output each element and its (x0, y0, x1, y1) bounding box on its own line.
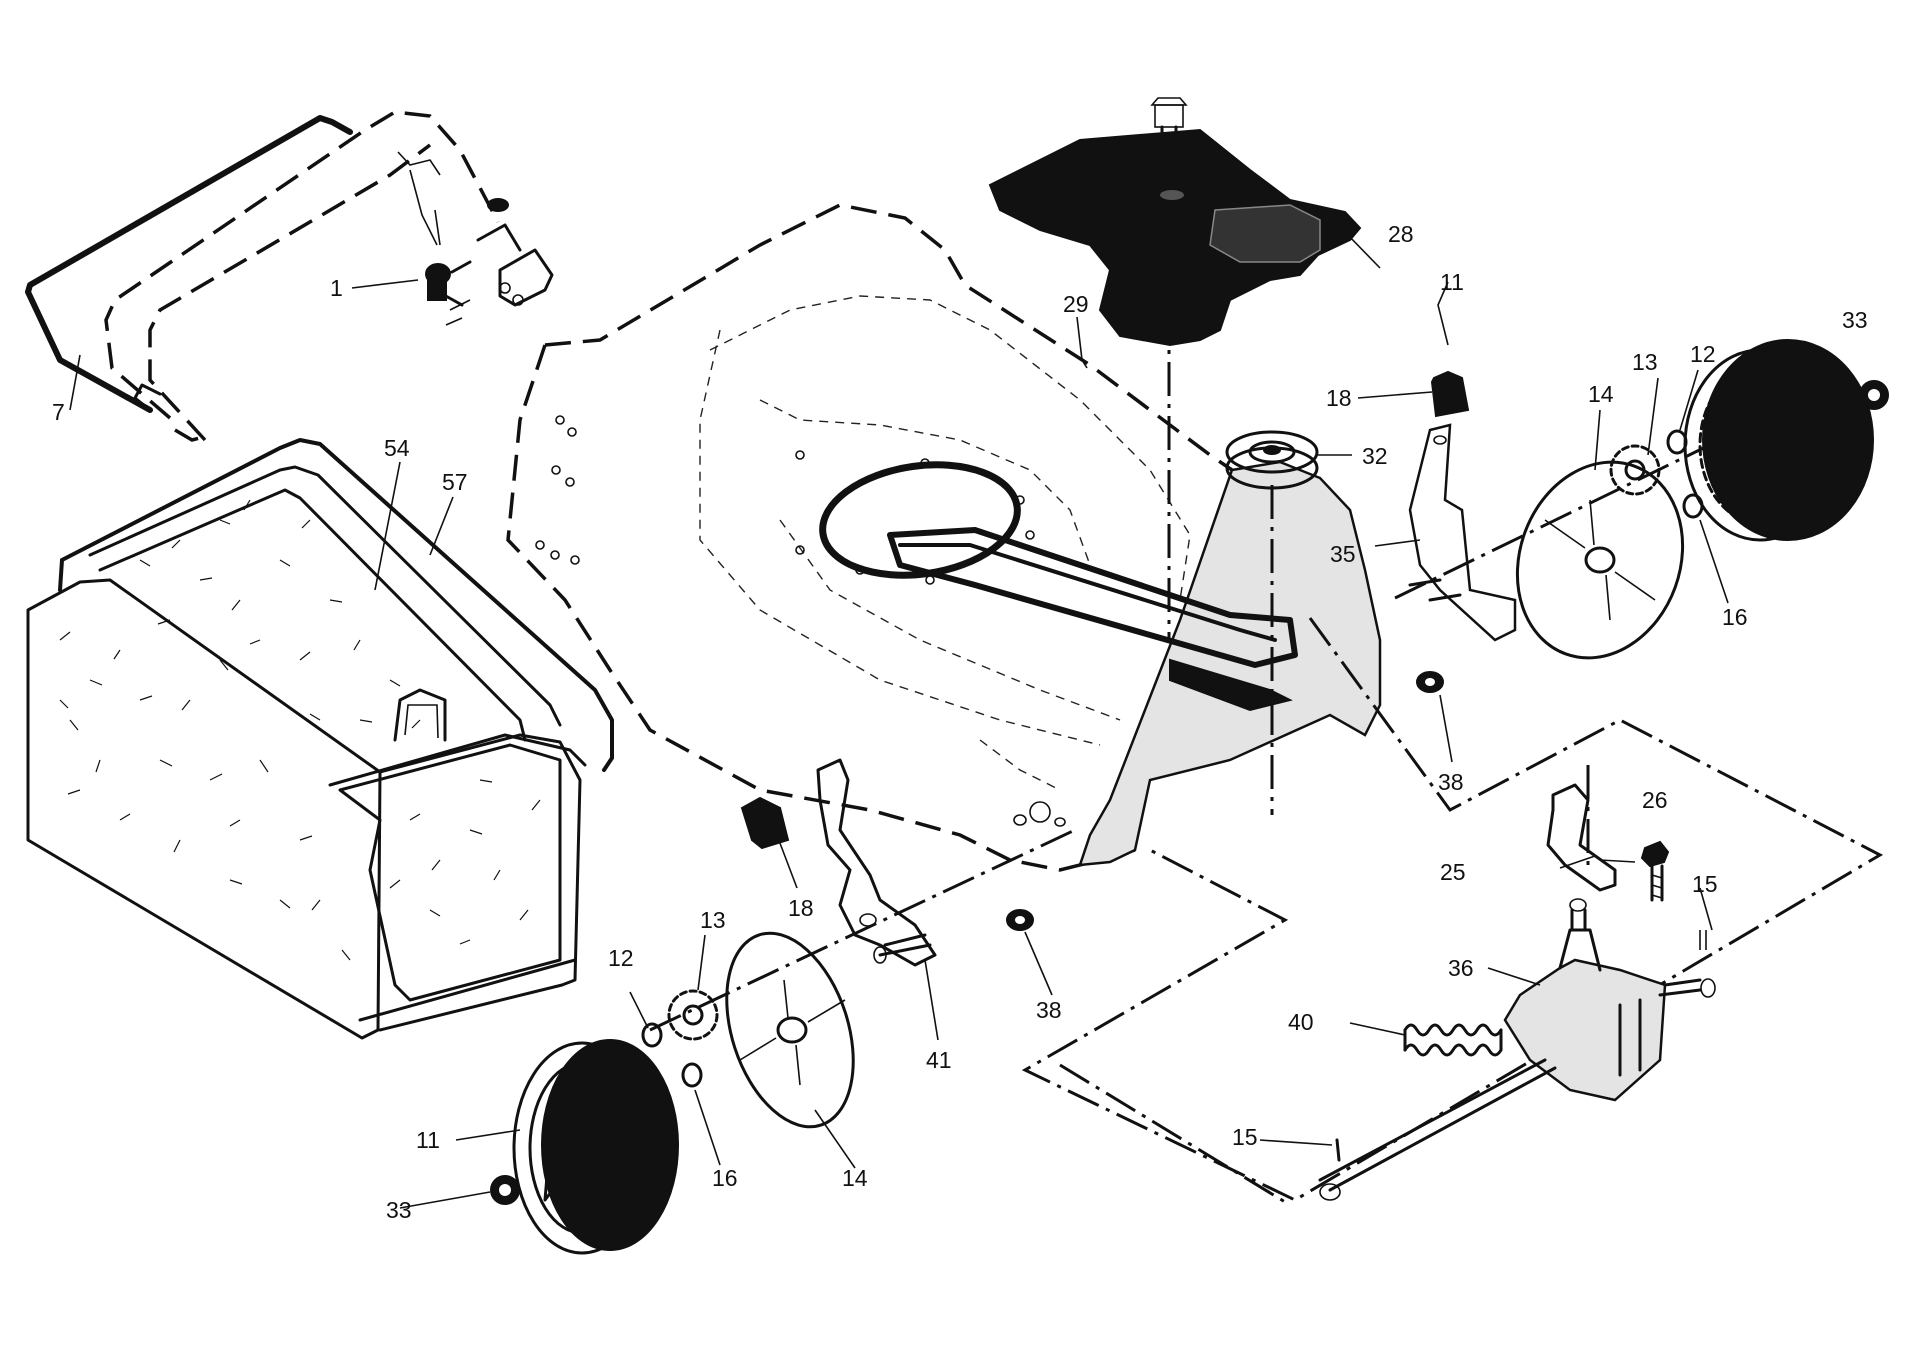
bolt-26 (1640, 840, 1670, 902)
callout-26: 26 (1642, 787, 1668, 813)
grass-bag (26, 438, 614, 1040)
pulley (1225, 430, 1319, 815)
callout-13-left: 13 (700, 907, 726, 933)
callout-25: 25 (1440, 859, 1466, 885)
left-washer-16 (681, 1062, 703, 1088)
drive-belt (819, 461, 1298, 712)
callout-7: 7 (52, 399, 65, 425)
callout-12-left: 12 (608, 945, 634, 971)
right-nut-33 (1859, 380, 1889, 410)
bracket-25 (1546, 765, 1617, 892)
callout-38-right: 38 (1438, 769, 1464, 795)
callout-16-right: 16 (1722, 604, 1748, 630)
callout-29: 29 (1063, 291, 1089, 317)
callout-54: 54 (384, 435, 410, 461)
callout-33-right: 33 (1842, 307, 1868, 333)
left-knob-18 (740, 796, 790, 850)
callout-18-right: 18 (1326, 385, 1352, 411)
callout-15-upper: 15 (1692, 871, 1718, 897)
mower-deck (506, 203, 1382, 872)
callout-14-right: 14 (1588, 381, 1614, 407)
leader-lines (69, 231, 1729, 1209)
callout-40: 40 (1288, 1009, 1314, 1035)
callout-18-left: 18 (788, 895, 814, 921)
callout-35: 35 (1330, 541, 1356, 567)
transmission-zone (1021, 617, 1884, 1202)
callout-13-right: 13 (1632, 349, 1658, 375)
callouts: 1 7 11 11 12 12 13 13 14 14 15 15 16 16 … (52, 221, 1868, 1223)
callout-32: 32 (1362, 443, 1388, 469)
callout-11-right: 11 (1440, 269, 1464, 295)
right-nut-38 (1416, 671, 1444, 693)
callout-57: 57 (442, 469, 468, 495)
left-adjuster-41 (816, 758, 937, 967)
callout-36: 36 (1448, 955, 1474, 981)
callout-33-left: 33 (386, 1197, 412, 1223)
pin-15-lower (1335, 1138, 1341, 1162)
left-nut-33 (490, 1175, 520, 1205)
right-wheel-11 (1683, 339, 1874, 542)
callout-12-right: 12 (1690, 341, 1716, 367)
right-cover-14 (1515, 460, 1685, 660)
callout-11-left: 11 (416, 1127, 440, 1153)
transmission-36 (1318, 898, 1716, 1201)
right-knob-18 (1430, 370, 1470, 418)
callout-28: 28 (1388, 221, 1414, 247)
left-gear-13 (667, 989, 719, 1041)
callout-41: 41 (926, 1047, 952, 1073)
callout-15-lower: 15 (1232, 1124, 1258, 1150)
left-ring-12 (641, 1022, 663, 1048)
callout-1: 1 (330, 275, 343, 301)
right-ring-12 (1666, 429, 1688, 455)
callout-16-left: 16 (712, 1165, 738, 1191)
left-cover-14 (725, 931, 855, 1129)
right-gear-13 (1609, 444, 1661, 496)
handle-assembly (25, 110, 554, 442)
left-axle-line (649, 828, 1076, 1032)
left-wheel-11 (512, 1039, 679, 1255)
left-nut-38 (1006, 909, 1034, 931)
right-adjuster-35 (1408, 423, 1517, 642)
callout-14-left: 14 (842, 1165, 868, 1191)
callout-38-left: 38 (1036, 997, 1062, 1023)
belt-cover (988, 97, 1362, 640)
right-axle-line (1394, 438, 1721, 600)
spring-40 (1403, 1023, 1503, 1057)
